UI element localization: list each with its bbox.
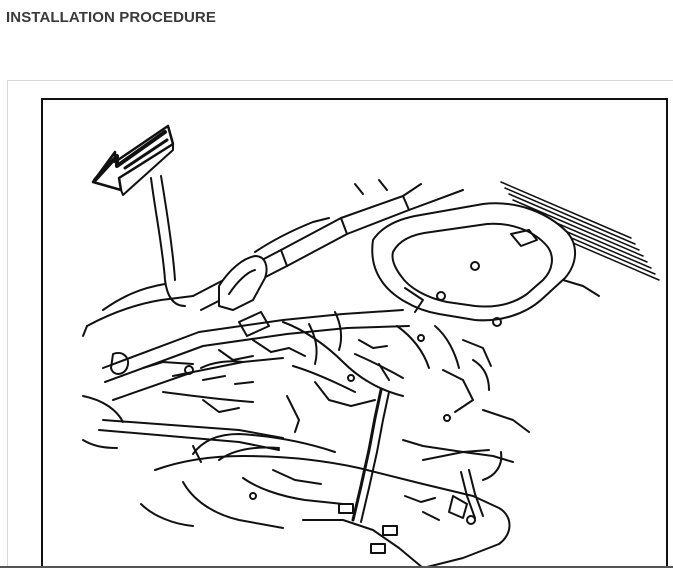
page-bottom-rule [0,566,673,568]
line-drawing [82,124,660,568]
front-direction-arrow-icon [91,124,175,196]
section-heading: INSTALLATION PROCEDURE [6,9,216,26]
figure-container [7,80,673,568]
vehicle-underbody-illustration [41,98,668,568]
